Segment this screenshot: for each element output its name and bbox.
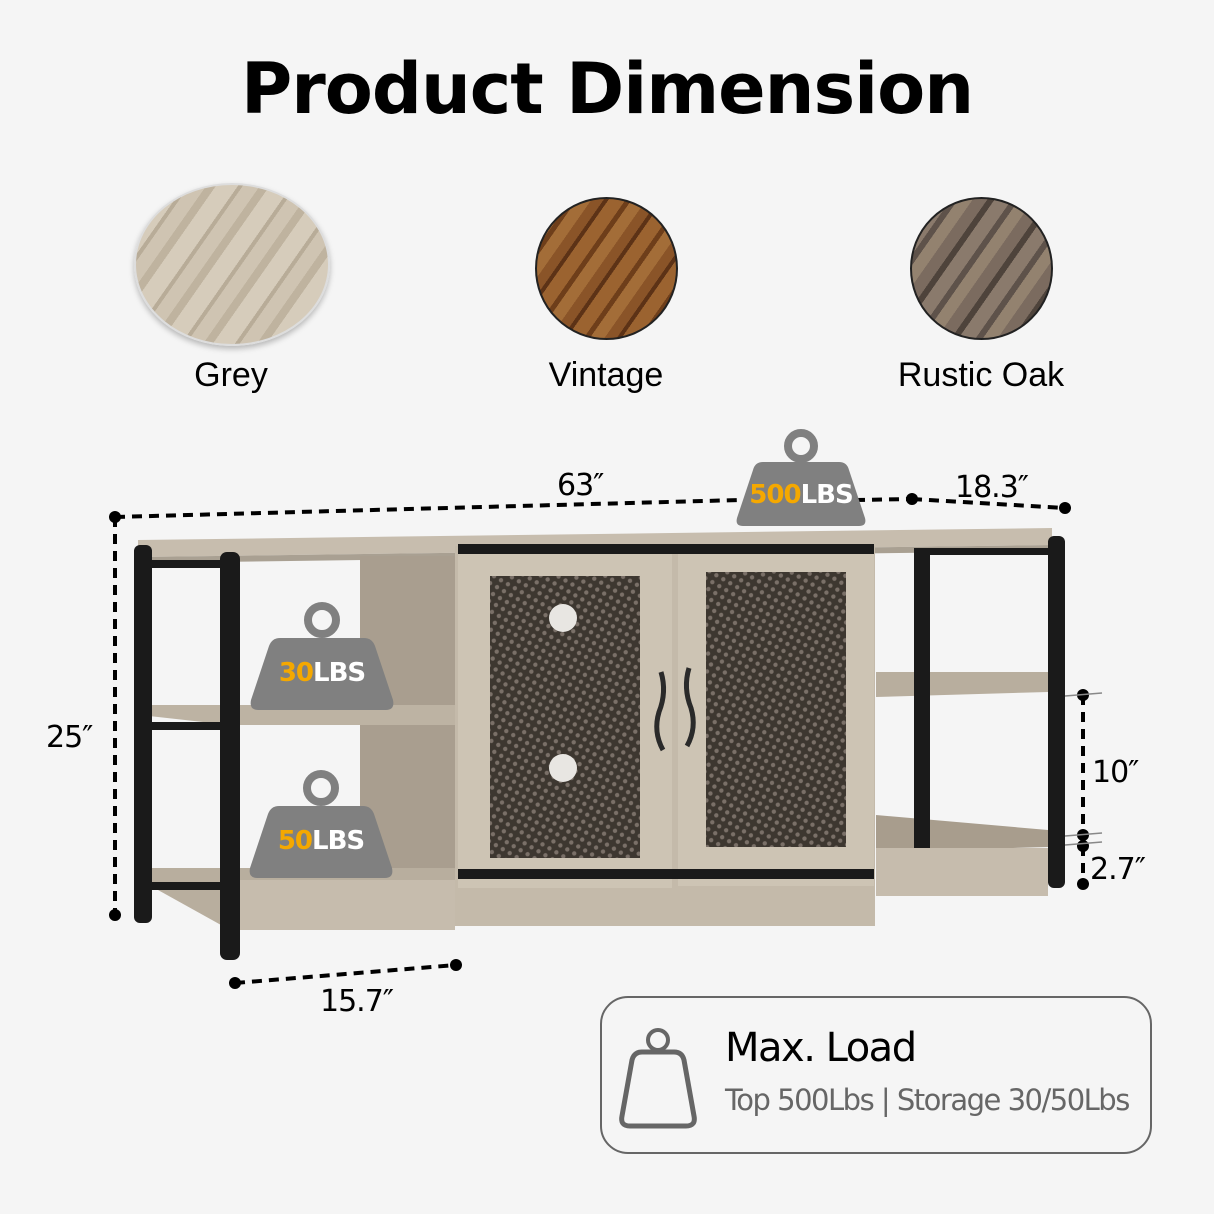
swatch-grey <box>134 183 330 346</box>
weight-badge-bottom-shelf: 50LBS <box>246 768 396 880</box>
dimension-height: 25″ <box>46 720 93 755</box>
max-load-subtitle: Top 500Lbs | Storage 30/50Lbs <box>725 1083 1130 1117</box>
weight-icon <box>249 770 393 878</box>
weight-icon <box>736 429 866 526</box>
swatch-rustic-oak <box>910 197 1053 340</box>
dimension-depth-top: 18.3″ <box>955 470 1029 505</box>
swatch-vintage <box>535 197 678 340</box>
weight-badge-middle-shelf: 30LBS <box>248 600 396 712</box>
weight-icon <box>250 602 394 710</box>
max-load-card <box>600 996 1152 1154</box>
dimension-base-height: 2.7″ <box>1090 852 1146 887</box>
swatch-label-vintage: Vintage <box>548 356 664 394</box>
swatch-label-rustic-oak: Rustic Oak <box>897 356 1065 394</box>
dimension-depth-bottom: 15.7″ <box>320 984 394 1019</box>
dimension-shelf-gap: 10″ <box>1092 755 1139 790</box>
weight-badge-top: 500LBS <box>735 428 867 528</box>
page-title: Product Dimension <box>240 48 974 130</box>
max-load-title: Max. Load <box>725 1025 917 1071</box>
dimension-width: 63″ <box>557 468 604 503</box>
weight-icon <box>619 1028 697 1129</box>
swatch-label-grey: Grey <box>194 356 268 394</box>
